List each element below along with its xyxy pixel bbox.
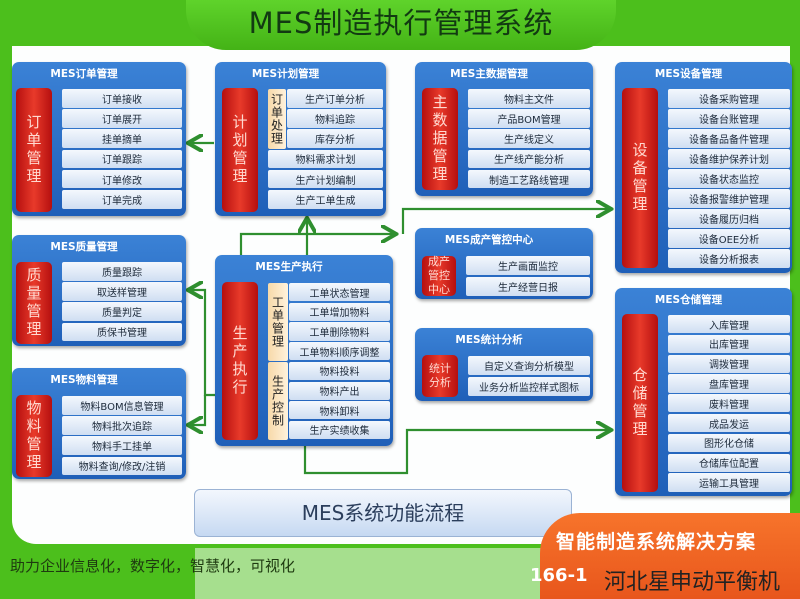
panel-title: MES成产管控中心 — [444, 234, 534, 246]
panel-title: MES统计分析 — [455, 334, 523, 346]
list-item[interactable]: 设备维护保养计划 — [668, 149, 790, 168]
side-label-material: 物料管理 — [16, 395, 52, 477]
list-item[interactable]: 订单跟踪 — [62, 149, 182, 169]
panel-title: MES计划管理 — [251, 68, 320, 80]
list-item[interactable]: 出库管理 — [668, 334, 790, 354]
group-tag: 生产控制 — [268, 361, 288, 440]
list-item[interactable]: 入库管理 — [668, 315, 790, 334]
list-item[interactable]: 图形化仓储 — [668, 433, 790, 453]
list-item[interactable]: 仓储库位配置 — [668, 453, 790, 472]
list-item[interactable]: 质量跟踪 — [62, 262, 182, 281]
list-item[interactable]: 工单状态管理 — [289, 283, 390, 302]
phone-number: 166-1 — [530, 565, 588, 586]
arrow-exec-to-warehouse — [303, 430, 609, 475]
list-item[interactable]: 废料管理 — [668, 394, 790, 413]
list-item[interactable]: 设备OEE分析 — [668, 229, 790, 248]
list-item[interactable]: 生产画面监控 — [466, 256, 590, 275]
list-item[interactable]: 物料查询/修改/注销 — [62, 456, 182, 476]
page-title: MES制造执行管理系统 — [186, 0, 616, 50]
list-item[interactable]: 产品BOM管理 — [468, 109, 590, 128]
side-label-stats: 统计分析 — [422, 355, 458, 397]
list-item[interactable]: 制造工艺路线管理 — [468, 169, 590, 189]
list-item[interactable]: 设备履历归档 — [668, 209, 790, 228]
list-item[interactable]: 自定义查询分析模型 — [468, 356, 590, 375]
list-item[interactable]: 订单接收 — [62, 89, 182, 108]
list-item[interactable]: 物料产出 — [289, 381, 390, 400]
arrow-exec-to-equipment — [401, 209, 609, 234]
panel-title: MES物料管理 — [50, 374, 118, 386]
list-item[interactable]: 生产实绩收集 — [289, 420, 390, 440]
list-item[interactable]: 盘库管理 — [668, 374, 790, 393]
panel-title: MES仓储管理 — [654, 294, 723, 306]
list-item[interactable]: 挂单摘单 — [62, 129, 182, 149]
list-item[interactable]: 设备台账管理 — [668, 109, 790, 128]
list-item[interactable]: 生产订单分析 — [287, 89, 383, 108]
list-item[interactable]: 设备分析报表 — [668, 249, 790, 268]
panel-title: MES订单管理 — [50, 68, 118, 80]
slogan: 助力企业信息化，数字化，智慧化，可视化 — [10, 557, 296, 575]
list-item[interactable]: 质量判定 — [62, 302, 182, 322]
side-label-center: 成产管控中心 — [422, 255, 456, 296]
panel-title: MES主数据管理 — [450, 68, 528, 80]
side-label-execution: 生产执行 — [222, 282, 258, 440]
list-item[interactable]: 业务分析监控样式图标 — [468, 376, 590, 396]
list-item[interactable]: 运输工具管理 — [668, 473, 790, 492]
side-label-plan: 计划管理 — [222, 88, 258, 212]
list-item[interactable]: 物料批次追踪 — [62, 416, 182, 435]
list-item[interactable]: 订单修改 — [62, 169, 182, 189]
panel-title: MES质量管理 — [50, 241, 118, 253]
list-item[interactable]: 工单物料顺序调整 — [289, 342, 390, 361]
solution-banner — [540, 513, 800, 599]
list-item[interactable]: 设备采购管理 — [668, 89, 790, 108]
list-item[interactable]: 生产线定义 — [468, 129, 590, 149]
list-item[interactable]: 设备备品备件管理 — [668, 129, 790, 148]
side-label-equipment: 设备管理 — [622, 88, 658, 268]
list-item[interactable]: 质保书管理 — [62, 322, 182, 342]
side-label-master: 主数据管理 — [422, 88, 458, 190]
list-item[interactable]: 成品发运 — [668, 414, 790, 433]
list-item[interactable]: 生产计划编制 — [268, 169, 383, 189]
list-item[interactable]: 设备状态监控 — [668, 169, 790, 188]
list-item[interactable]: 物料BOM信息管理 — [62, 396, 182, 415]
list-item[interactable]: 物料手工挂单 — [62, 436, 182, 456]
side-label-order: 订单管理 — [16, 88, 52, 212]
arrow-exec-to-quality — [190, 290, 215, 397]
watermark: 河北星申动平衡机 — [604, 570, 781, 595]
panel-title: MES生产执行 — [255, 261, 323, 273]
list-item[interactable]: 生产工单生成 — [268, 190, 383, 209]
banner-title: 智能制造系统解决方案 — [556, 531, 757, 553]
side-label-quality: 质量管理 — [16, 262, 52, 344]
group-tag: 工单管理 — [268, 283, 288, 361]
list-item[interactable]: 订单完成 — [62, 190, 182, 209]
list-item[interactable]: 物料主文件 — [468, 89, 590, 108]
list-item[interactable]: 设备报警维护管理 — [668, 189, 790, 208]
group-tag: 订单处理 — [268, 89, 286, 149]
list-item[interactable]: 生产经营日报 — [466, 276, 590, 296]
system-flow-button[interactable]: MES系统功能流程 — [194, 489, 572, 537]
list-item[interactable]: 工单增加物料 — [289, 302, 390, 321]
list-item[interactable]: 库存分析 — [287, 129, 383, 149]
list-item[interactable]: 物料追踪 — [287, 109, 383, 128]
list-item[interactable]: 工单删除物料 — [289, 322, 390, 341]
side-label-warehouse: 仓储管理 — [622, 314, 658, 492]
list-item[interactable]: 物料需求计划 — [268, 149, 383, 169]
list-item[interactable]: 订单展开 — [62, 109, 182, 128]
panel-title: MES设备管理 — [654, 68, 723, 80]
list-item[interactable]: 生产线产能分析 — [468, 149, 590, 169]
list-item[interactable]: 物料卸料 — [289, 401, 390, 420]
list-item[interactable]: 调拨管理 — [668, 354, 790, 373]
arrow-exec-to-material — [190, 395, 207, 425]
list-item[interactable]: 物料投料 — [289, 361, 390, 380]
list-item[interactable]: 取送样管理 — [62, 282, 182, 301]
